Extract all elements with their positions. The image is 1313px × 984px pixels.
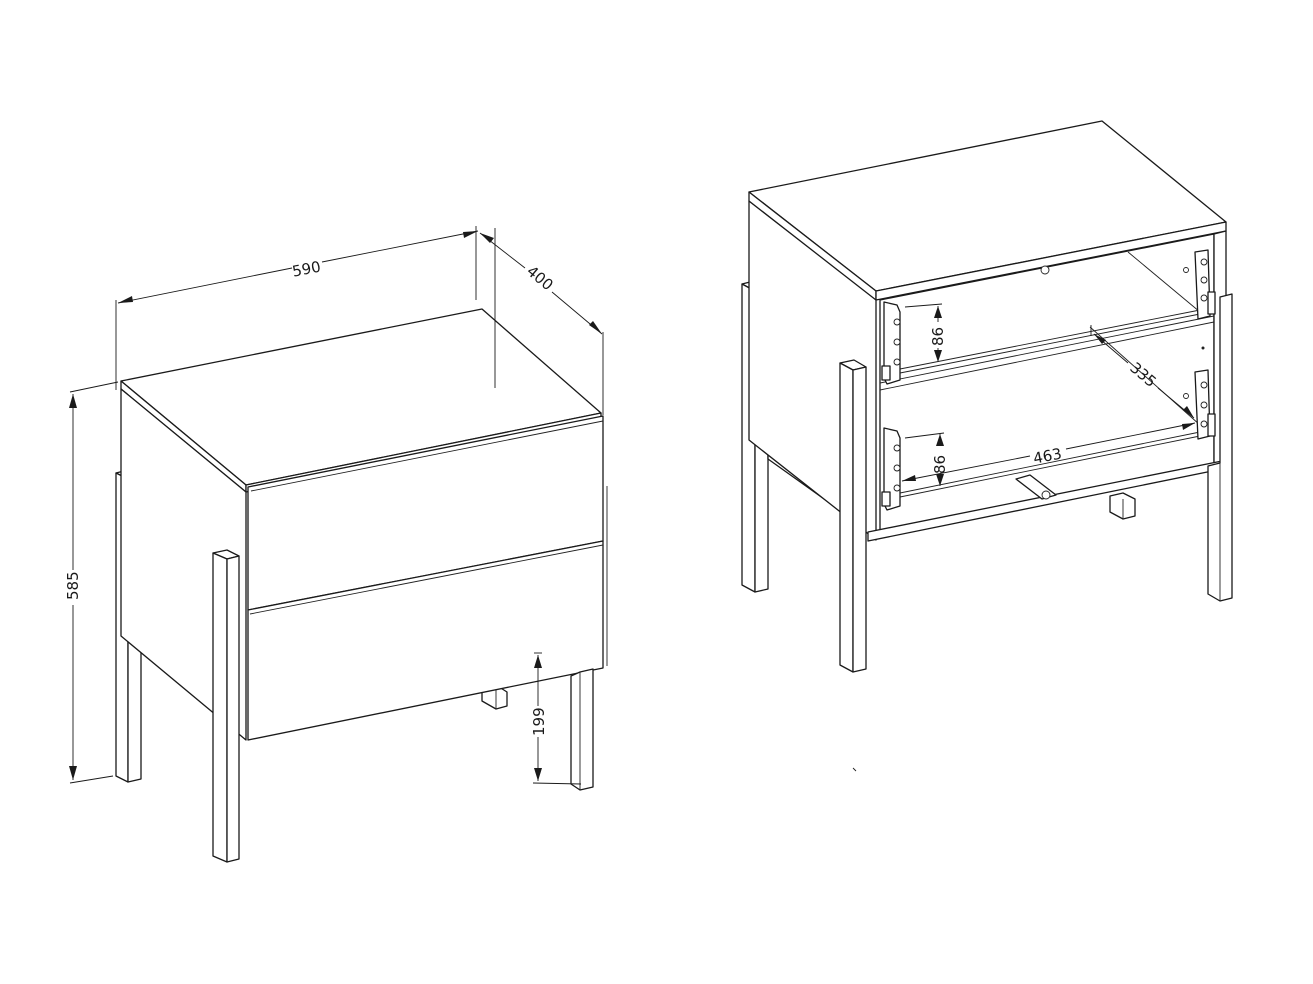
leg-back-right-tall [1207,293,1233,602]
cam-connector [1015,474,1057,500]
exterior-view: 590 400 585 [64,226,608,863]
leg-front-right [570,668,594,791]
leg-clearance-label: 199 [530,707,548,736]
runner-bracket-right-upper [1183,249,1216,320]
leg-front-left-2 [839,359,867,673]
dimension-leg-clearance: 199 [530,652,582,785]
lower-drawer-height-label: 86 [931,455,949,474]
height-label: 585 [64,571,82,600]
dimension-width: 590 [115,226,479,390]
top-connector [1040,265,1050,275]
leg-front-left [212,549,240,863]
upper-drawer-height-label: 86 [929,327,947,346]
drawer-runner-lower [899,431,1201,498]
drawer-front-lower[interactable] [247,540,604,741]
runner-bracket-left-lower [881,427,901,511]
dimension-height: 585 [64,381,119,784]
depth-label: 400 [523,262,557,294]
dimension-inner-width: 463 [901,422,1196,482]
leg-back-right-2 [1109,492,1136,520]
stray-mark [852,767,857,772]
inner-width-label: 463 [1032,445,1064,468]
dimension-lower-drawer: 86 [904,432,949,486]
interior-view: 86 86 335 463 [741,120,1233,772]
width-label: 590 [291,258,323,281]
runner-bracket-left-upper [881,301,901,385]
dimension-upper-drawer: 86 [904,303,947,362]
runner-bracket-right-lower [1183,346,1216,440]
drawer-runner-upper [899,309,1201,374]
carcass-top-2 [748,120,1227,301]
